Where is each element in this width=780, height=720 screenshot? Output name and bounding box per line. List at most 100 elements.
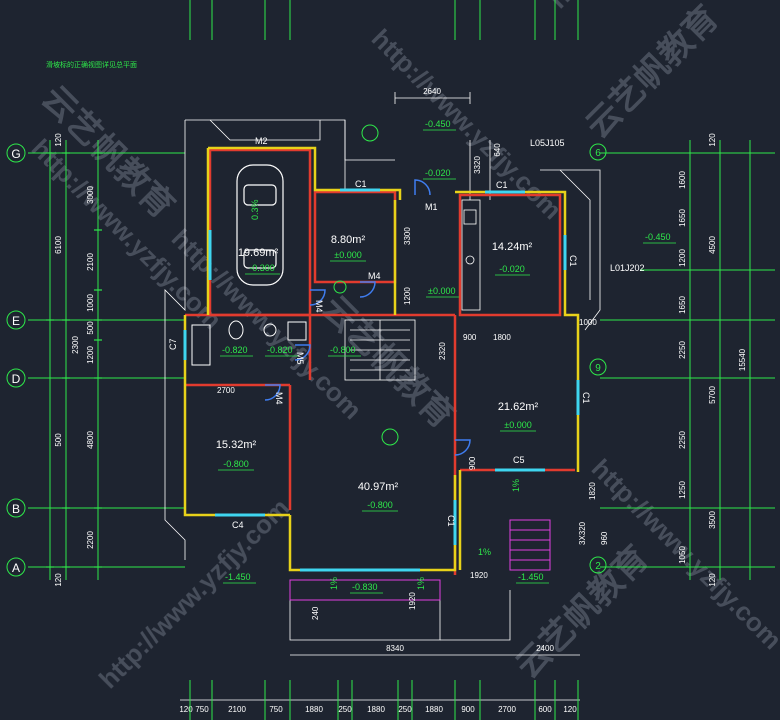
level-minus-1450-right: -1.450 bbox=[518, 572, 544, 582]
bottom-grid-ticks bbox=[189, 680, 579, 720]
room-level-garage: -0.300 bbox=[249, 263, 275, 273]
level-minus-0450-right: -0.450 bbox=[645, 232, 671, 242]
axis-label-2: 2 bbox=[595, 561, 601, 572]
eave-outlines bbox=[164, 119, 601, 641]
level-minus-0820-b: -0.820 bbox=[267, 345, 293, 355]
dim-left-1200: 1200 bbox=[86, 346, 95, 364]
dim-left-120-bottom: 120 bbox=[54, 573, 63, 587]
dim-left-2200: 2200 bbox=[86, 531, 95, 549]
dim-2700: 2700 bbox=[217, 386, 235, 395]
dim-2320: 2320 bbox=[438, 342, 447, 360]
left-tick-marks bbox=[46, 152, 102, 568]
room-area-living: 40.97m² bbox=[358, 481, 399, 493]
level-underlines bbox=[218, 260, 536, 512]
level-minus-0800-hall: -0.800 bbox=[330, 345, 356, 355]
room-area-dining: 21.62m² bbox=[498, 401, 539, 413]
room-level-living: -0.800 bbox=[367, 500, 393, 510]
dim-top-2640: 2640 bbox=[423, 87, 441, 96]
dim-right-120-bottom: 120 bbox=[708, 573, 717, 587]
ramp-slope: 0.3% bbox=[250, 199, 260, 220]
bottom-dim-12: 120 bbox=[563, 705, 577, 714]
left-dimension-texts: 6100 500 3000 2100 1000 500 2300 1200 48… bbox=[54, 133, 95, 587]
top-grid-stubs bbox=[189, 0, 579, 40]
dim-left-3000: 3000 bbox=[86, 186, 95, 204]
bottom-dim-7: 250 bbox=[398, 705, 412, 714]
level-minus-1450-left: -1.450 bbox=[225, 572, 251, 582]
room-area-labels: 19.69m² 8.80m² 14.24m² 21.62m² 15.32m² 4… bbox=[216, 234, 539, 493]
label-c1-d: C1 bbox=[581, 392, 591, 404]
label-c1-b: C1 bbox=[496, 180, 508, 190]
label-m4-a: M4 bbox=[368, 271, 381, 281]
stair-treads bbox=[344, 319, 416, 381]
opening-labels: M2 M1 M4 M4 M4 M5 C1 C1 C1 C1 C1 C4 C5 C… bbox=[168, 136, 645, 530]
label-c7: C7 bbox=[168, 338, 178, 350]
dim-right-120-top: 120 bbox=[708, 133, 717, 147]
bottom-dim-8: 1880 bbox=[425, 705, 443, 714]
bottom-dim-6: 1880 bbox=[367, 705, 385, 714]
dim-900-vertical: 900 bbox=[468, 456, 477, 470]
axis-label-a: A bbox=[12, 561, 20, 575]
car-symbol bbox=[236, 164, 284, 286]
label-c5: C5 bbox=[513, 455, 525, 465]
dim-left-1000: 1000 bbox=[86, 294, 95, 312]
elevation-underlines bbox=[220, 129, 676, 594]
dim-960: 960 bbox=[600, 531, 609, 545]
label-l05j105: L05J105 bbox=[530, 138, 565, 148]
level-zero-corridor: ±0.000 bbox=[428, 286, 455, 296]
dim-right-2250b: 2250 bbox=[678, 431, 687, 449]
dim-1000: 1000 bbox=[579, 318, 597, 327]
dim-right-5700: 5700 bbox=[708, 386, 717, 404]
dim-right-1200: 1200 bbox=[678, 249, 687, 267]
right-grid-lines bbox=[600, 140, 775, 580]
slope-3: 1% bbox=[329, 577, 339, 590]
dim-right-1050: 1050 bbox=[678, 546, 687, 564]
room-level-room-a: ±0.000 bbox=[334, 250, 361, 260]
slope-2: 1% bbox=[511, 479, 521, 492]
section-markers bbox=[333, 124, 399, 446]
dim-right-4500: 4500 bbox=[708, 236, 717, 254]
dim-right-1600: 1600 bbox=[678, 171, 687, 189]
axis-label-b: B bbox=[12, 502, 20, 516]
dim-left-2100: 2100 bbox=[86, 253, 95, 271]
dim-1920: 1920 bbox=[470, 571, 488, 580]
label-m4-b: M4 bbox=[314, 300, 324, 313]
room-level-dining: ±0.000 bbox=[504, 420, 531, 430]
axis-label-6: 6 bbox=[595, 148, 601, 159]
room-level-bedroom: -0.800 bbox=[223, 459, 249, 469]
dim-3300: 3300 bbox=[403, 227, 412, 245]
dim-1800: 1800 bbox=[493, 333, 511, 342]
windows-cyan bbox=[183, 188, 580, 572]
axis-label-d: D bbox=[12, 372, 21, 386]
bottom-dim-11: 600 bbox=[538, 705, 552, 714]
label-m4-c: M4 bbox=[274, 392, 284, 405]
dim-top-3320: 3320 bbox=[473, 156, 482, 174]
label-m2: M2 bbox=[255, 136, 268, 146]
bottom-dim-4: 1880 bbox=[305, 705, 323, 714]
axis-label-g: G bbox=[11, 147, 20, 161]
slope-4: 1% bbox=[416, 577, 426, 590]
bottom-row-dims: 120 750 2100 750 1880 250 1880 250 1880 … bbox=[179, 705, 577, 714]
dim-1820: 1820 bbox=[588, 482, 597, 500]
axis-label-9: 9 bbox=[595, 363, 601, 374]
dim-left-15540: 500 bbox=[54, 433, 63, 447]
left-axis-bubbles: G E D B A bbox=[6, 143, 26, 577]
label-m5: M5 bbox=[295, 352, 305, 365]
dim-left-6100: 6100 bbox=[54, 236, 63, 254]
dim-top-640: 640 bbox=[493, 143, 502, 157]
dim-right-1250: 1250 bbox=[678, 481, 687, 499]
label-c1-c: C1 bbox=[568, 255, 578, 267]
slope-1: 1% bbox=[478, 547, 491, 557]
bottom-dim-lines bbox=[180, 654, 580, 701]
bottom-dim-2: 2100 bbox=[228, 705, 246, 714]
room-area-bedroom: 15.32m² bbox=[216, 439, 257, 451]
right-axis-bubbles: 6 9 2 bbox=[589, 143, 607, 574]
interior-dimensions: 2700 900 1800 1000 3300 1200 2320 900 19… bbox=[217, 227, 609, 620]
dim-900: 900 bbox=[463, 333, 477, 342]
dim-right-1650a: 1650 bbox=[678, 209, 687, 227]
bottom-dim-9: 900 bbox=[461, 705, 475, 714]
dim-right-15540: 15540 bbox=[738, 348, 747, 371]
elevation-marks: -0.450 -0.450 -0.020 ±0.000 -0.820 -0.82… bbox=[222, 119, 671, 592]
level-minus-0830: -0.830 bbox=[352, 582, 378, 592]
left-grid-lines bbox=[28, 140, 185, 580]
